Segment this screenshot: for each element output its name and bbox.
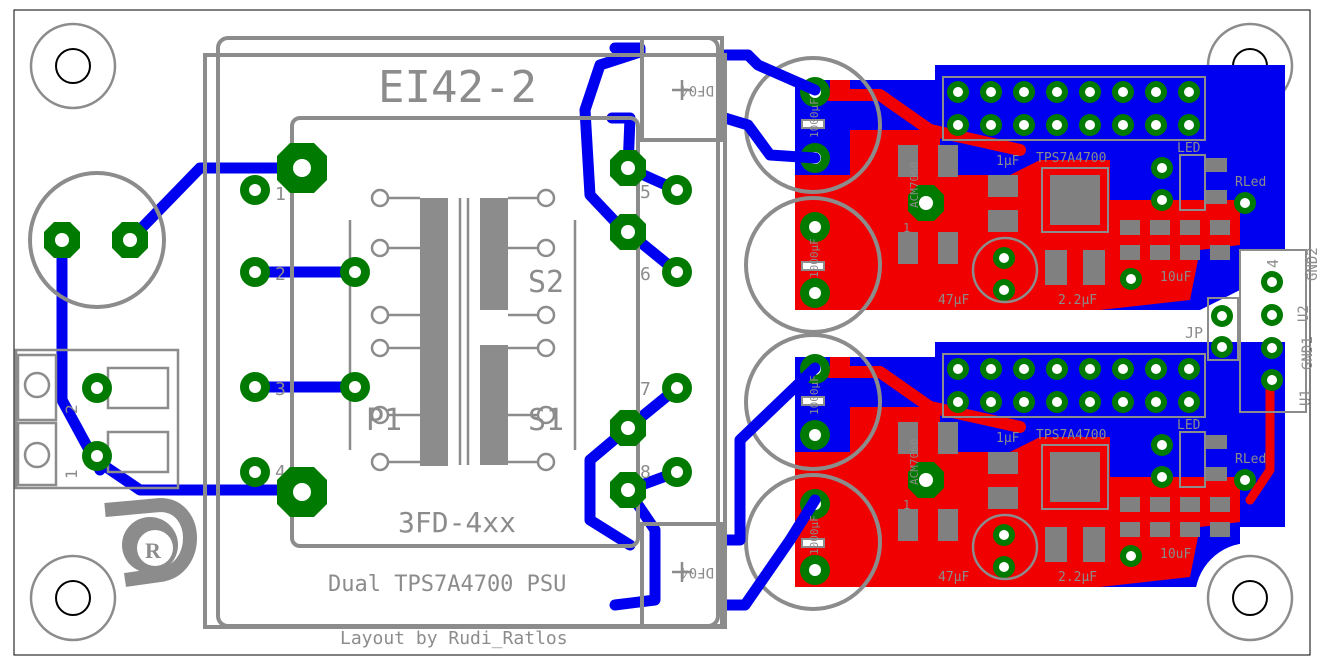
- svg-text:10uF: 10uF: [1160, 547, 1191, 562]
- svg-text:2.2µF: 2.2µF: [1058, 293, 1097, 308]
- svg-text:47µF: 47µF: [938, 570, 969, 585]
- connector-pin-number: 4: [1264, 259, 1282, 268]
- svg-text:1µF: 1µF: [996, 154, 1020, 169]
- svg-text:LED: LED: [1177, 418, 1201, 433]
- jumper-label: JP: [1185, 324, 1203, 342]
- svg-text:ACM7060: ACM7060: [908, 162, 921, 208]
- pin-label-6: 6: [640, 264, 651, 285]
- primary-label: P1: [366, 403, 402, 438]
- regulator-channel-upper: [746, 58, 1285, 332]
- bridge-rectifier-upper: DF04: [640, 36, 724, 142]
- svg-text:47µF: 47µF: [938, 293, 969, 308]
- svg-text:1000µF: 1000µF: [808, 375, 821, 415]
- regulator-labels-upper: TPS7A4700 1µF LED RLed 47µF 2.2µF 10uF A…: [808, 98, 1266, 308]
- svg-text:ACM7060: ACM7060: [908, 439, 921, 485]
- connector-label-u1: U1: [1298, 389, 1314, 406]
- bridge-rectifier-lower: DF04: [640, 522, 724, 628]
- pin-label-5: 5: [640, 182, 651, 203]
- layout-credit: Layout by Rudi_Ratlos: [340, 628, 568, 649]
- pin-label-2: 2: [275, 264, 286, 285]
- connector-label-gnd1: GND1: [1300, 336, 1316, 370]
- transformer-pads: [240, 143, 692, 517]
- pin-label-7: 7: [640, 379, 651, 400]
- svg-text:LED: LED: [1177, 141, 1201, 156]
- pin-label-3: 3: [275, 379, 286, 400]
- svg-text:1000µF: 1000µF: [808, 238, 821, 278]
- transformer-subtitle: 3FD-4xx: [398, 506, 516, 539]
- top-copper-traces: [1245, 375, 1275, 505]
- secondary2-label: S2: [528, 265, 564, 300]
- connector-label-gnd2: GND2: [1305, 247, 1321, 281]
- svg-text:1: 1: [903, 221, 910, 235]
- secondary1-label: S1: [528, 403, 564, 438]
- connector-label-u2: U2: [1296, 305, 1312, 322]
- board-outline: [13, 9, 1311, 656]
- svg-text:DF04: DF04: [680, 82, 714, 98]
- svg-text:2.2µF: 2.2µF: [1058, 570, 1097, 585]
- pin-label-4: 4: [275, 462, 286, 483]
- svg-text:R: R: [145, 538, 162, 563]
- svg-text:RLed: RLed: [1235, 175, 1266, 190]
- svg-text:10uF: 10uF: [1160, 270, 1191, 285]
- terminal-block: 2 1: [14, 348, 180, 490]
- svg-text:1: 1: [903, 498, 910, 512]
- regulator-labels-lower: TPS7A4700 1µF LED RLed 47µF 2.2µF 10uF A…: [808, 375, 1266, 585]
- svg-text:DF04: DF04: [680, 564, 714, 580]
- output-connector: 4 U1 GND1 U2 GND2: [1239, 247, 1321, 413]
- terminal-label-1: 1: [62, 469, 81, 479]
- rr-logo: R: [104, 497, 197, 587]
- transformer-title: EI42-2: [378, 62, 537, 113]
- svg-text:RLed: RLed: [1235, 452, 1266, 467]
- transformer-footprint: EI42-2 3FD-4xx S2 S1 P1 1 2 3 4 5 6 7 8 …: [203, 36, 727, 629]
- svg-text:1000µF: 1000µF: [808, 98, 821, 138]
- pin-label-8: 8: [640, 462, 651, 483]
- svg-text:1000µF: 1000µF: [808, 515, 821, 555]
- pin-label-1: 1: [275, 184, 286, 205]
- terminal-label-2: 2: [62, 404, 81, 414]
- jumper: JP: [1185, 297, 1239, 361]
- fuse-holder: [28, 171, 166, 309]
- svg-text:TPS7A4700: TPS7A4700: [1036, 428, 1106, 443]
- svg-text:TPS7A4700: TPS7A4700: [1036, 151, 1106, 166]
- svg-text:1µF: 1µF: [996, 431, 1020, 446]
- project-label: Dual TPS7A4700 PSU: [328, 572, 566, 597]
